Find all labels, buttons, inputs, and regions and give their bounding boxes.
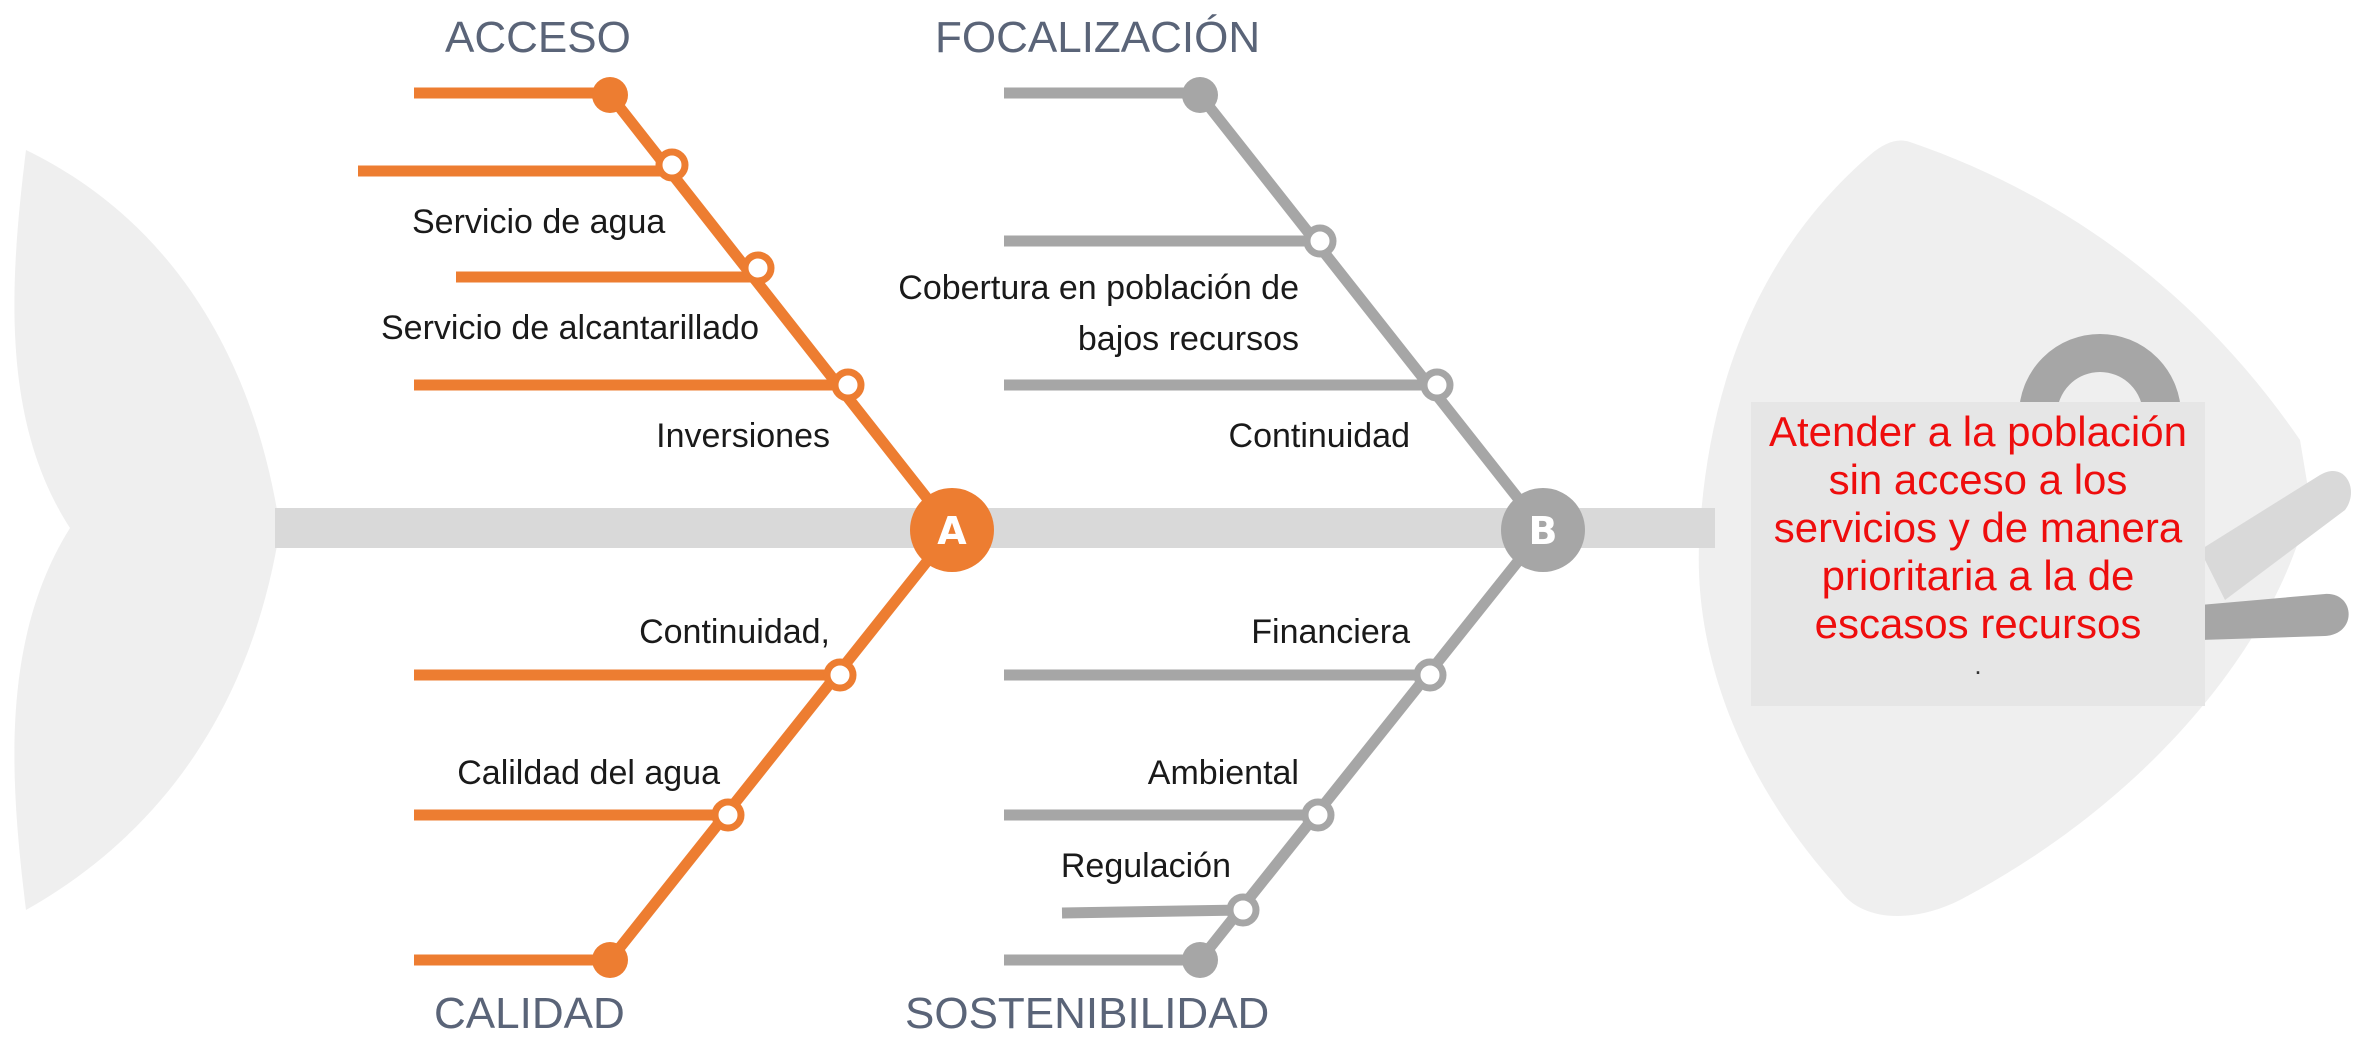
branch-b-lower	[1195, 526, 1548, 964]
result-box: Atender a la población sin acceso a los …	[1751, 402, 2205, 706]
result-trailing-dot: .	[1974, 650, 1982, 680]
cause-continuidad-b: Continuidad	[1229, 417, 1410, 455]
cause-cobertura-line2: bajos recursos	[1078, 320, 1299, 358]
cause-ambiental: Ambiental	[1148, 754, 1299, 792]
joint-dot	[1182, 77, 1218, 113]
cause-continuidad-a: Continuidad,	[639, 613, 830, 651]
node-a-label: A	[937, 509, 967, 553]
joint-ring	[741, 251, 775, 285]
branch-b-upper	[1195, 91, 1548, 534]
cause-servicio-de-agua: Servicio de agua	[412, 203, 665, 241]
joint-ring	[831, 368, 865, 402]
joint-dot	[592, 942, 628, 978]
cause-servicio-de-alcantarillado: Servicio de alcantarillado	[381, 309, 759, 347]
cause-cobertura-line1: Cobertura en población de	[898, 269, 1299, 307]
node-b-circle	[1501, 488, 1585, 572]
joint-ring	[655, 148, 689, 182]
joint-dot	[592, 77, 628, 113]
fish-spine	[275, 508, 1715, 548]
category-sostenibilidad: SOSTENIBILIDAD	[905, 989, 1269, 1038]
joint-ring	[1303, 224, 1337, 258]
branch-a-lower	[605, 526, 957, 964]
fish-fin-lower	[2200, 593, 2349, 640]
result-text: Atender a la población sin acceso a los …	[1769, 408, 2187, 647]
joint-ring	[1413, 658, 1447, 692]
joint-ring	[1226, 893, 1260, 927]
joint-ring	[711, 798, 745, 832]
category-focalizacion: FOCALIZACIÓN	[935, 13, 1260, 62]
cause-regulacion: Regulación	[1061, 847, 1231, 885]
joint-ring	[1301, 798, 1335, 832]
joint-ring	[823, 658, 857, 692]
branch-a-joints	[592, 77, 865, 978]
branch-a	[358, 87, 957, 966]
node-a-circle	[910, 488, 994, 572]
fish-fin-upper	[2200, 470, 2351, 600]
rib-sostenibilidad-3	[1061, 904, 1244, 919]
cause-financiera: Financiera	[1251, 613, 1410, 651]
branch-b	[1004, 87, 1548, 966]
category-acceso: ACCESO	[445, 13, 631, 62]
category-calidad: CALIDAD	[434, 989, 625, 1038]
node-b-label: B	[1529, 509, 1558, 553]
cause-inversiones: Inversiones	[656, 417, 830, 455]
fish-tail	[14, 150, 280, 910]
joint-dot	[1182, 942, 1218, 978]
cause-calidad-del-agua: Calildad del agua	[457, 754, 720, 792]
branch-b-joints	[1182, 77, 1454, 978]
joint-ring	[1420, 368, 1454, 402]
